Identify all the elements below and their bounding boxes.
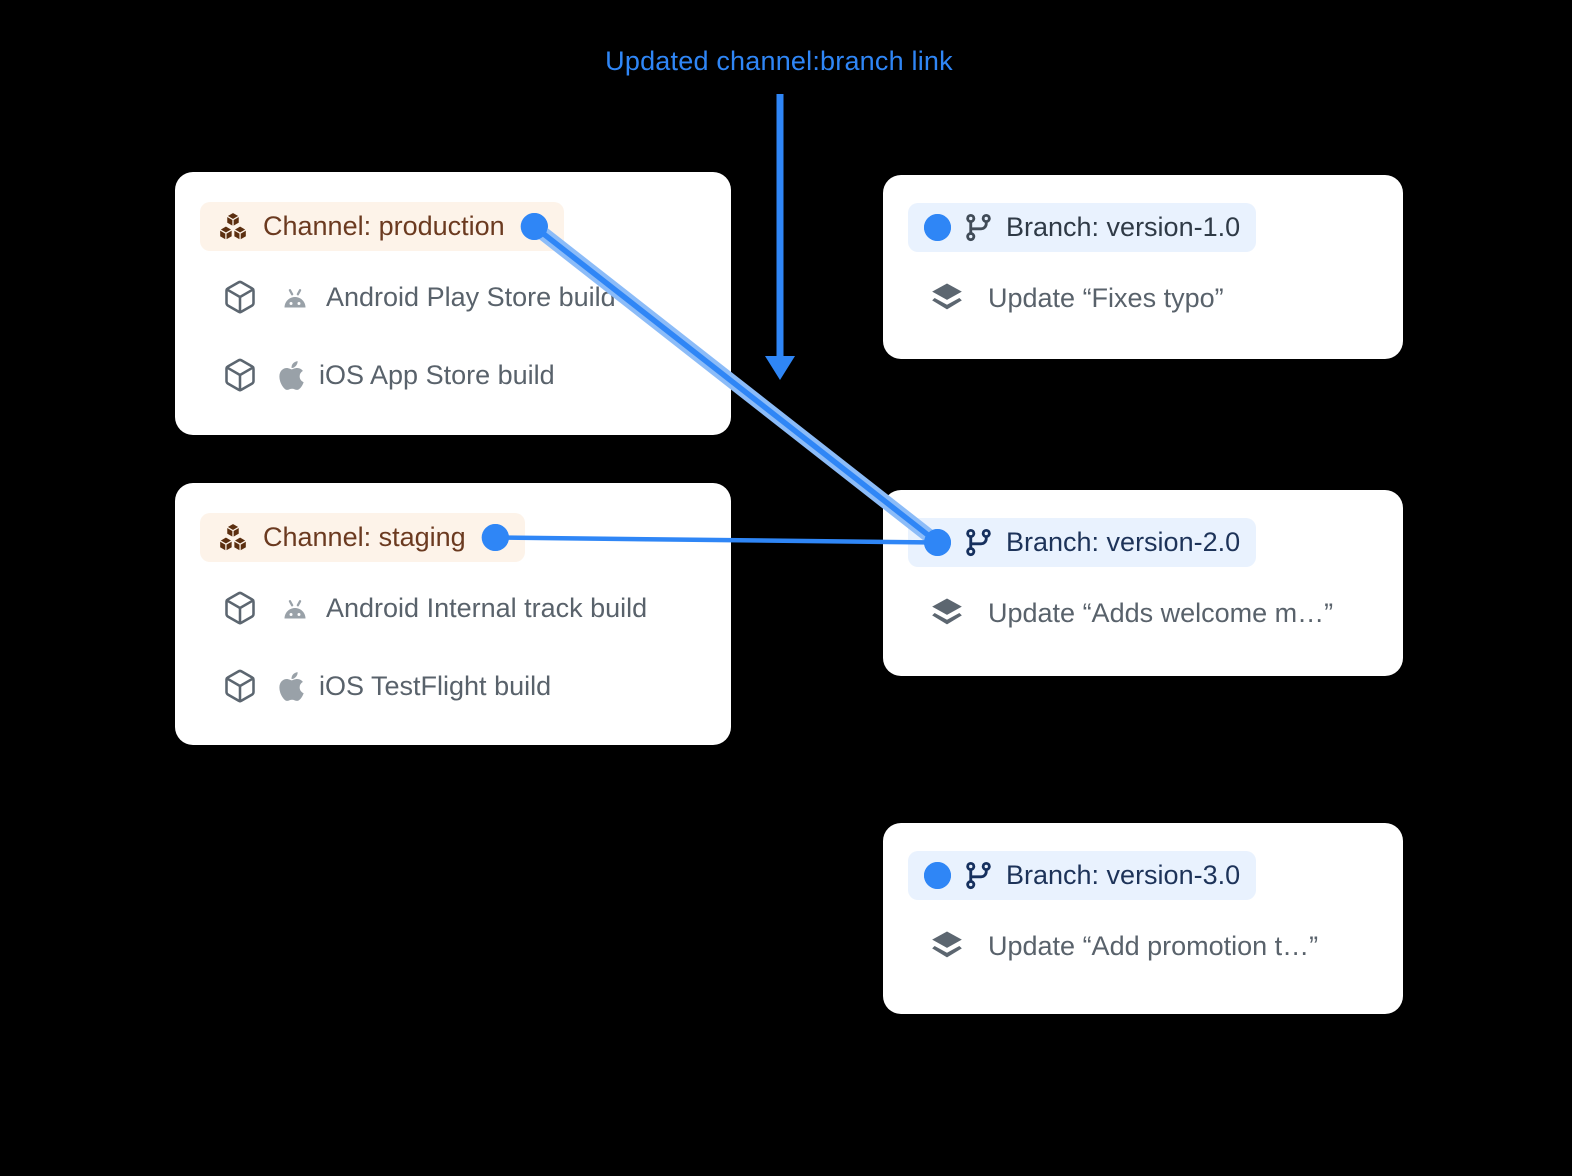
annotation-label: Updated channel:branch link — [605, 46, 953, 76]
layers-icon — [928, 929, 966, 963]
package-box-icon — [222, 357, 258, 393]
channel-card-production: Channel: production And — [175, 172, 731, 435]
branch-pill-version-3.0: Branch: version-3.0 — [908, 851, 1257, 900]
git-branch-icon — [963, 212, 994, 243]
channel-pill-production: Channel: production — [200, 202, 564, 251]
layers-icon — [928, 281, 966, 315]
branch-dot-version-1.0 — [924, 214, 951, 241]
build-label: iOS App Store build — [319, 359, 555, 390]
git-branch-icon — [963, 860, 994, 891]
update-row: Update “Fixes typo” — [928, 278, 1224, 318]
build-label: Android Play Store build — [326, 281, 616, 312]
apple-icon — [278, 359, 305, 392]
branch-dot-version-2.0 — [924, 529, 951, 556]
android-icon — [278, 595, 312, 621]
branch-pill-version-1.0: Branch: version-1.0 — [908, 203, 1257, 252]
branch-card-version-2.0: Branch: version-2.0 Update “Adds welcome… — [883, 490, 1403, 676]
package-box-icon — [222, 590, 258, 626]
update-row: Update “Add promotion t…” — [928, 926, 1318, 966]
update-label: Update “Add promotion t…” — [988, 930, 1319, 961]
channel-dot-production — [520, 213, 548, 240]
channel-pill-label: Channel: production — [263, 211, 505, 241]
channel-pill-staging: Channel: staging — [200, 513, 525, 562]
update-row: Update “Adds welcome m…” — [928, 593, 1333, 633]
channel-stack-icon — [216, 210, 250, 244]
branch-pill-label: Branch: version-3.0 — [1006, 860, 1241, 890]
build-row: iOS TestFlight build — [222, 666, 551, 706]
package-box-icon — [222, 668, 258, 704]
channel-pill-label: Channel: staging — [263, 522, 466, 552]
package-box-icon — [222, 279, 258, 315]
update-label: Update “Fixes typo” — [988, 282, 1224, 313]
layers-icon — [928, 596, 966, 630]
branch-pill-label: Branch: version-2.0 — [1006, 527, 1241, 557]
build-row: Android Internal track build — [222, 588, 647, 628]
build-row: iOS App Store build — [222, 355, 555, 395]
apple-icon — [278, 670, 305, 703]
channel-stack-icon — [216, 521, 250, 555]
branch-pill-label: Branch: version-1.0 — [1006, 212, 1241, 242]
build-row: Android Play Store build — [222, 277, 616, 317]
branch-card-version-1.0: Branch: version-1.0 Update “Fixes typo” — [883, 175, 1403, 359]
android-icon — [278, 284, 312, 310]
channel-dot-staging — [481, 524, 509, 551]
channel-card-staging: Channel: staging Androi — [175, 483, 731, 745]
update-label: Update “Adds welcome m…” — [988, 597, 1334, 628]
branch-pill-version-2.0: Branch: version-2.0 — [908, 518, 1257, 567]
build-label: Android Internal track build — [326, 592, 648, 623]
branch-card-version-3.0: Branch: version-3.0 Update “Add promotio… — [883, 823, 1403, 1014]
build-label: iOS TestFlight build — [319, 670, 552, 701]
branch-dot-version-3.0 — [924, 862, 951, 889]
git-branch-icon — [963, 527, 994, 558]
